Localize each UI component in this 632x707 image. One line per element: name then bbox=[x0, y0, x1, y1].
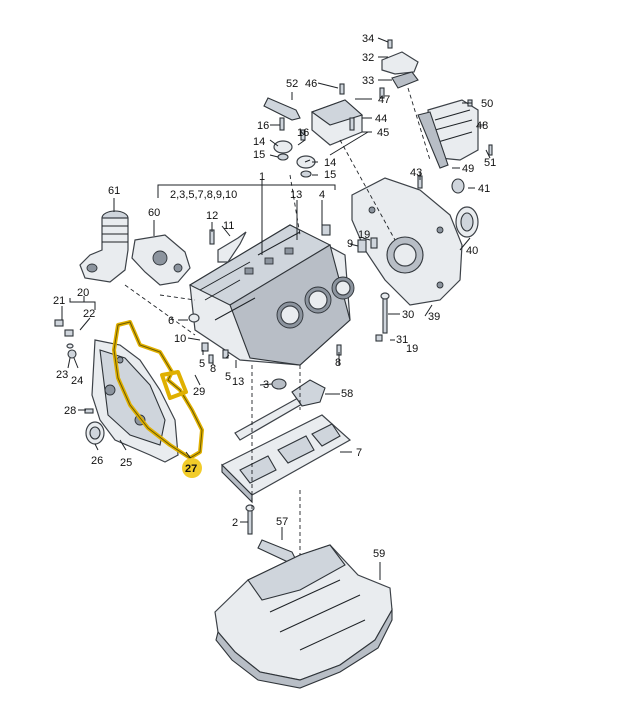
callout-5a: 5 bbox=[199, 358, 205, 370]
callout-28: 28 bbox=[64, 405, 76, 417]
callout-14a: 14 bbox=[253, 136, 265, 148]
callout-31: 31 bbox=[396, 334, 408, 346]
callout-1-list: 2,3,5,7,8,9,10 bbox=[170, 189, 237, 201]
callout-19a: 19 bbox=[358, 229, 370, 241]
callout-58: 58 bbox=[341, 388, 353, 400]
callout-51: 51 bbox=[484, 157, 496, 169]
side-gasket bbox=[417, 111, 449, 169]
callout-27: 27 bbox=[185, 463, 197, 475]
callout-11: 11 bbox=[223, 220, 234, 232]
callout-2: 2 bbox=[232, 517, 238, 529]
callout-39: 39 bbox=[428, 311, 440, 323]
oil-baffle bbox=[220, 414, 352, 504]
callout-10: 10 bbox=[174, 333, 186, 345]
callout-22: 22 bbox=[83, 308, 95, 320]
callout-59: 59 bbox=[373, 548, 385, 560]
callout-47: 47 bbox=[378, 94, 390, 106]
callout-32: 32 bbox=[362, 52, 374, 64]
sealant-tube-upper bbox=[263, 97, 301, 121]
callout-45: 45 bbox=[377, 127, 389, 139]
cap-left bbox=[273, 140, 293, 161]
callout-46: 46 bbox=[305, 78, 317, 90]
callout-25: 25 bbox=[120, 457, 132, 469]
callout-8b: 8 bbox=[335, 357, 341, 369]
plug bbox=[451, 178, 465, 194]
top-bracket bbox=[381, 51, 419, 75]
callout-5b: 5 bbox=[225, 371, 231, 383]
callout-48: 48 bbox=[476, 120, 488, 132]
callout-16b: 16 bbox=[297, 127, 309, 139]
callout-34: 34 bbox=[362, 33, 374, 45]
callout-60: 60 bbox=[148, 207, 160, 219]
callout-33: 33 bbox=[362, 75, 374, 87]
callout-40: 40 bbox=[466, 245, 478, 257]
callout-61: 61 bbox=[108, 185, 120, 197]
callout-19b: 19 bbox=[406, 343, 418, 355]
timing-cover bbox=[91, 339, 179, 463]
callout-6: 6 bbox=[168, 315, 174, 327]
callout-14b: 14 bbox=[324, 157, 336, 169]
callout-8a: 8 bbox=[210, 363, 216, 375]
callout-7: 7 bbox=[356, 447, 362, 459]
callout-24: 24 bbox=[71, 375, 83, 387]
callout-9: 9 bbox=[347, 238, 353, 250]
highlight-marker bbox=[182, 458, 202, 478]
rear-cover bbox=[351, 177, 463, 306]
oil-pan bbox=[214, 544, 393, 689]
top-gasket bbox=[391, 71, 419, 89]
sealant-tube-lower bbox=[257, 539, 297, 563]
callout-20: 20 bbox=[77, 287, 89, 299]
engine-block bbox=[188, 224, 355, 366]
rear-seal bbox=[455, 206, 479, 238]
callout-57: 57 bbox=[276, 516, 288, 528]
oil-filter-housing bbox=[79, 210, 129, 283]
cap-right bbox=[296, 155, 316, 178]
callout-26: 26 bbox=[91, 455, 103, 467]
valve-block bbox=[310, 99, 364, 146]
timing-cover-gasket bbox=[112, 320, 204, 460]
callout-30: 30 bbox=[402, 309, 414, 321]
bolts bbox=[54, 39, 493, 535]
callout-41: 41 bbox=[478, 183, 490, 195]
callout-3: 3 bbox=[263, 379, 269, 391]
callout-13a: 13 bbox=[232, 376, 244, 388]
callout-43: 43 bbox=[410, 167, 422, 179]
leader-lines bbox=[61, 37, 491, 580]
callout-15b: 15 bbox=[324, 169, 336, 181]
callout-13b: 13 bbox=[290, 189, 302, 201]
callout-21: 21 bbox=[53, 295, 65, 307]
pump-housing bbox=[131, 234, 191, 286]
drain-plug bbox=[271, 378, 287, 390]
callout-1: 1 bbox=[259, 171, 265, 183]
callout-50: 50 bbox=[481, 98, 493, 110]
callout-44: 44 bbox=[375, 113, 387, 125]
callout-12: 12 bbox=[206, 210, 218, 222]
callout-labels: 1 2,3,5,7,8,9,10 2 3 4 5 5 6 7 8 8 9 10 … bbox=[53, 33, 496, 560]
callout-16a: 16 bbox=[257, 120, 269, 132]
callout-49: 49 bbox=[462, 163, 474, 175]
callout-4: 4 bbox=[319, 189, 325, 201]
bracket bbox=[217, 231, 247, 263]
front-seal bbox=[85, 421, 105, 445]
callout-29: 29 bbox=[193, 386, 205, 398]
callout-52: 52 bbox=[286, 78, 298, 90]
callout-23: 23 bbox=[56, 369, 68, 381]
callout-15a: 15 bbox=[253, 149, 265, 161]
